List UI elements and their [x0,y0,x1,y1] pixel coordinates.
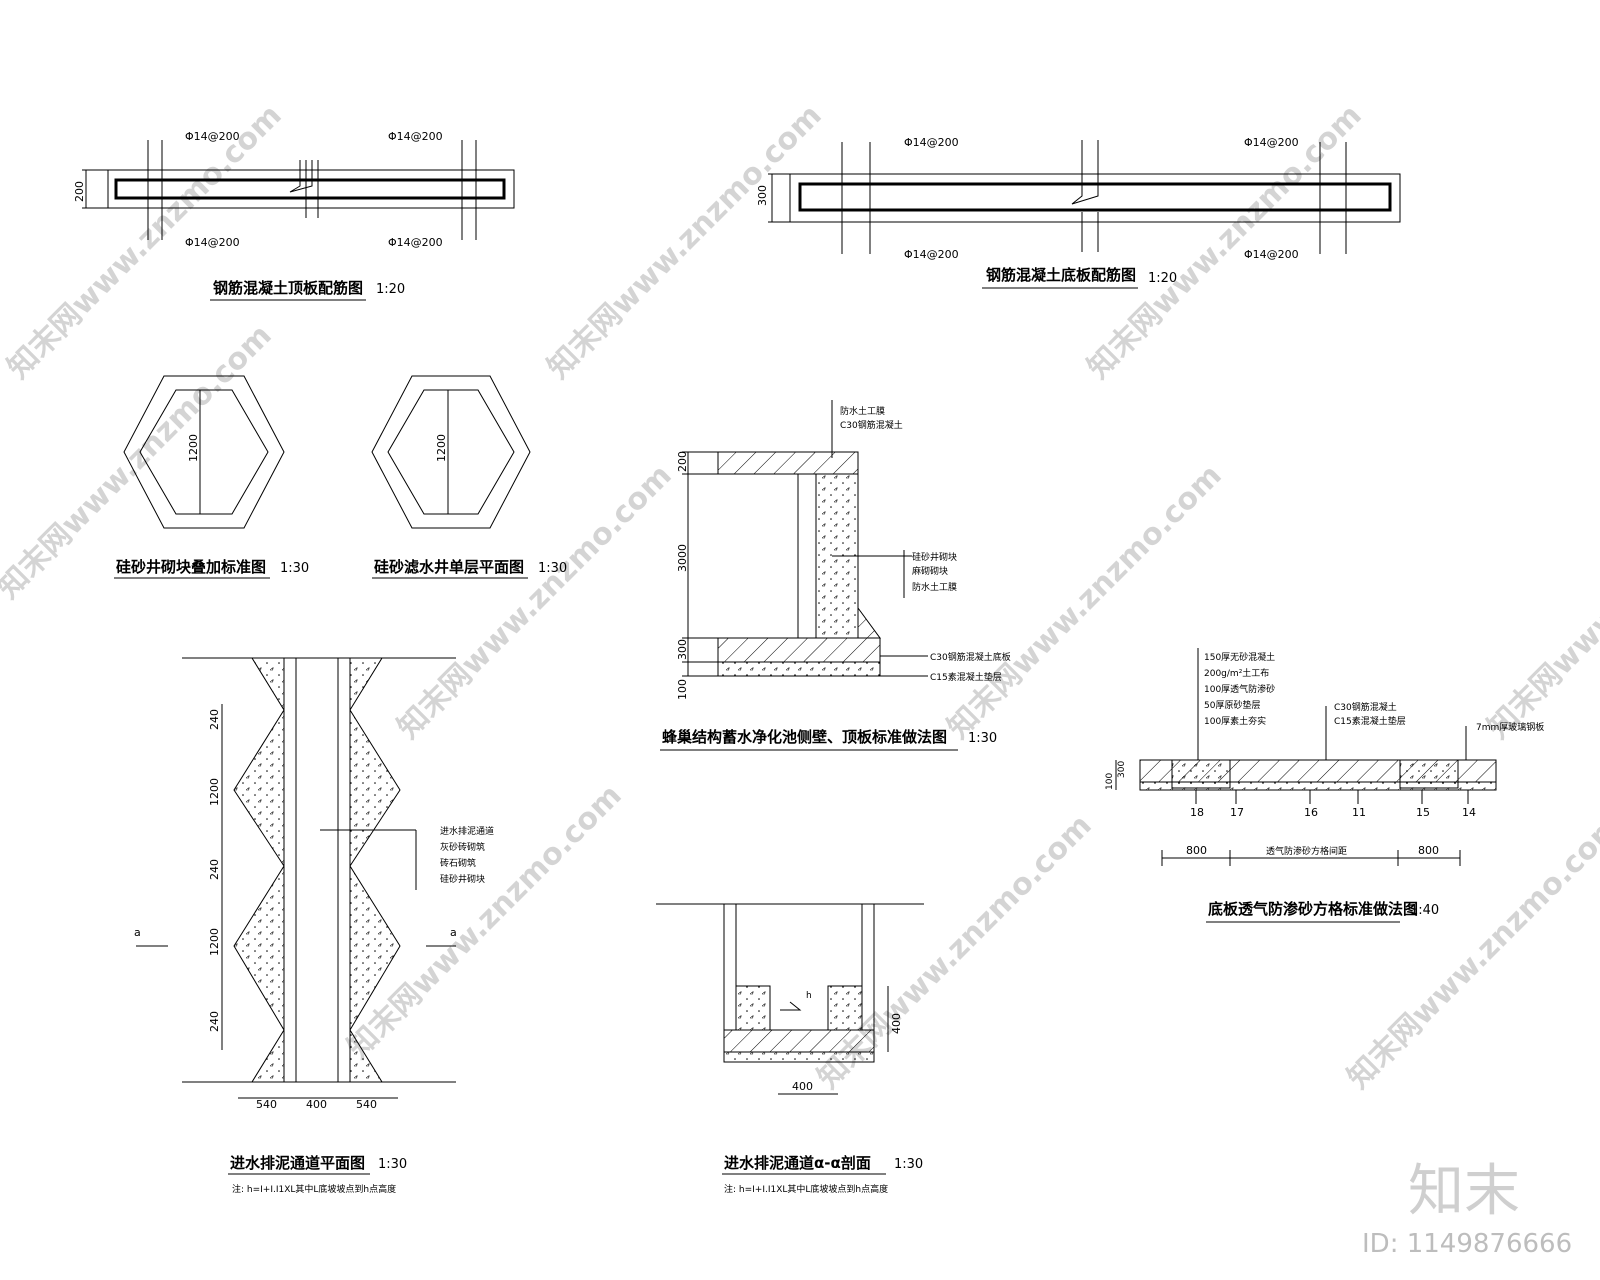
plan-label: 进水排泥通道 [440,825,494,837]
wall-label: 防水土工膜 [840,405,885,417]
plan-label: 砖石砌筑 [440,857,476,869]
section-mark: a [450,926,457,939]
watermark-text: 知末网www.znzmo.com [941,458,1229,746]
base-number: 11 [1352,806,1366,819]
wall-section-drawing: 200 3000 300 100 防水土工膜 C30钢筋混凝土 硅砂井砌块 麻砌… [660,400,1011,751]
plan-dim-h: 540 [256,1098,277,1111]
id-text: ID: 1149876666 [1362,1229,1572,1259]
section-mark: a [134,926,141,939]
channel-plan-drawing: 240 1200 240 1200 240 540 400 540 a a 进水… [134,657,494,1195]
bottom-slab-drawing: 300 Φ14@200 Φ14@200 Φ14@200 Φ14@200 钢筋混凝… [756,136,1401,289]
top-slab-drawing: 200 Φ14@200 Φ14@200 Φ14@200 Φ14@200 钢筋混凝… [73,130,515,301]
rebar-label: Φ14@200 [388,130,443,143]
wall-dim: 3000 [676,544,689,572]
hex-stack-dim: 1200 [187,434,200,462]
wall-dim: 100 [676,679,689,700]
base-grid-title: 底板透气防渗砂方格标准做法图 [1208,900,1418,918]
rebar-label: Φ14@200 [388,236,443,249]
base-dim-mid: 透气防渗砂方格间距 [1266,845,1347,857]
base-label-right: 7mm厚玻璃钢板 [1476,721,1544,733]
plan-dim-v: 240 [208,709,221,730]
wall-section-title: 蜂巢结构蓄水净化池侧壁、顶板标准做法图 [662,728,947,746]
hex-single-scale: 1:30 [538,561,567,576]
base-number: 16 [1304,806,1318,819]
top-slab-title: 钢筋混凝土顶板配筋图 [213,279,363,297]
plan-dim-v: 1200 [208,778,221,806]
channel-section-title: 进水排泥通道α-α剖面 [724,1154,871,1172]
plan-dim-h: 400 [306,1098,327,1111]
base-dim-h: 800 [1186,844,1207,857]
rebar-label: Φ14@200 [904,136,959,149]
hex-single-title: 硅砂滤水井单层平面图 [374,558,524,576]
watermark-text: 知末网www.znzmo.com [1081,98,1369,386]
base-layer: 200g/m²土工布 [1204,667,1269,679]
base-layer: 100厚素土夯实 [1204,715,1266,727]
hex-stack-drawing: 1200 硅砂井砌块叠加标准图 1:30 [114,375,309,579]
base-grid-scale: 1:40 [1410,903,1439,918]
watermark-text: 知末网www.znzmo.com [1341,808,1600,1096]
base-label-mid: C30钢筋混凝土 [1334,701,1397,713]
wall-label: C30钢筋混凝土 [840,419,903,431]
wall-label: 防水土工膜 [912,581,957,593]
channel-section-dim-h: 400 [792,1080,813,1093]
channel-plan-title: 进水排泥通道平面图 [230,1154,365,1172]
base-number: 15 [1416,806,1430,819]
rebar-label: Φ14@200 [1244,248,1299,261]
rebar-label: Φ14@200 [904,248,959,261]
wall-section-scale: 1:30 [968,731,997,746]
plan-label: 硅砂井砌块 [440,873,485,885]
base-grid-drawing: 100 300 150厚无砂混凝土 200g/m²土工布 100厚透气防渗砂 5… [1105,648,1544,923]
wall-label: 麻砌砌块 [912,565,948,577]
watermark-text: 知末网www.znzmo.com [391,458,679,746]
channel-plan-note: 注: h=I+I.I1XL其中L底坡坡点到h点高度 [232,1183,396,1195]
channel-section-h: h [806,991,812,1001]
plan-dim-h: 540 [356,1098,377,1111]
base-layer: 50厚原砂垫层 [1204,699,1260,711]
plan-dim-v: 240 [208,859,221,880]
base-layer: 100厚透气防渗砂 [1204,683,1275,695]
plan-label: 灰砂砖砌筑 [440,841,485,853]
base-dim-v: 300 [1117,761,1127,778]
channel-section-note: 注: h=I+I.I1XL其中L底坡坡点到h点高度 [724,1183,888,1195]
base-number: 17 [1230,806,1244,819]
base-dim-v: 100 [1105,773,1115,790]
wall-label: 硅砂井砌块 [912,551,957,563]
rebar-label: Φ14@200 [185,130,240,143]
base-number: 14 [1462,806,1476,819]
plan-dim-v: 1200 [208,928,221,956]
top-slab-scale: 1:20 [376,282,405,297]
brand-logo: 知末 [1408,1159,1520,1224]
bottom-slab-thickness: 300 [756,185,769,206]
hex-stack-title: 硅砂井砌块叠加标准图 [116,558,266,576]
top-slab-thickness: 200 [73,181,86,202]
hex-single-dim: 1200 [435,434,448,462]
watermark-text: 知末网www.znzmo.com [1481,458,1600,746]
wall-dim: 300 [676,639,689,660]
wall-label: C15素混凝土垫层 [930,671,1002,683]
hex-single-drawing: 1200 硅砂滤水井单层平面图 1:30 [371,375,567,579]
channel-plan-scale: 1:30 [378,1157,407,1172]
base-layer: 150厚无砂混凝土 [1204,651,1275,663]
bottom-slab-title: 钢筋混凝土底板配筋图 [986,266,1136,284]
channel-section-scale: 1:30 [894,1157,923,1172]
wall-dim: 200 [676,451,689,472]
wall-label: C30钢筋混凝土底板 [930,651,1011,663]
hex-stack-scale: 1:30 [280,561,309,576]
base-label-mid: C15素混凝土垫层 [1334,715,1406,727]
watermark-text: 知末网www.znzmo.com [541,98,829,386]
channel-section-dim-v: 400 [890,1013,903,1034]
bottom-slab-scale: 1:20 [1148,271,1177,286]
rebar-label: Φ14@200 [1244,136,1299,149]
plan-dim-v: 240 [208,1011,221,1032]
rebar-label: Φ14@200 [185,236,240,249]
base-number: 18 [1190,806,1204,819]
channel-section-drawing: h 400 400 进水排泥通道α-α剖面 1:30 注: h=I+I.I1XL… [656,903,924,1195]
base-dim-h: 800 [1418,844,1439,857]
